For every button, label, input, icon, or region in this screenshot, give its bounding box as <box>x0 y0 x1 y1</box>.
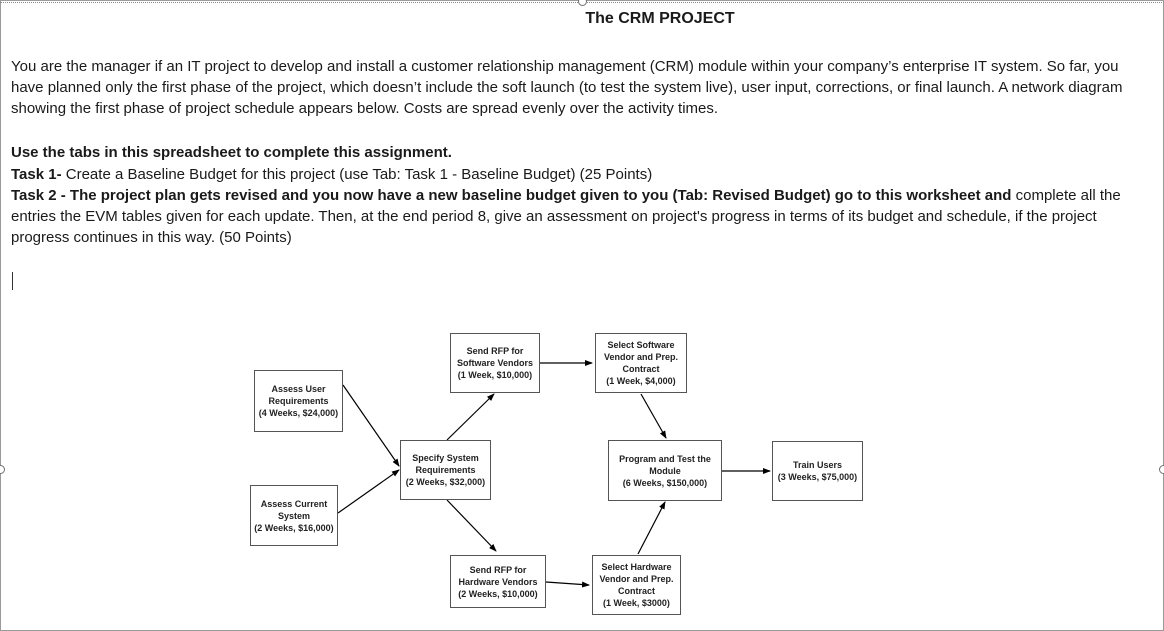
left-resize-handle[interactable] <box>0 465 5 474</box>
node-line: Specify System <box>412 453 479 463</box>
edge-select-hardware-to-program <box>637 501 666 555</box>
node-line: Select Hardware <box>601 562 672 572</box>
node-line: Send RFP for <box>466 346 524 356</box>
task2-text: complete all the entries the EVM tables … <box>11 187 1121 246</box>
node-line: Requirements <box>415 465 476 475</box>
node-line: (3 Weeks, $75,000) <box>777 472 858 482</box>
node-program-and-test-module: Program and Test the Module (6 Weeks, $1… <box>608 440 722 501</box>
text-cursor <box>12 272 13 290</box>
right-resize-handle[interactable] <box>1159 465 1164 474</box>
node-line: Select Software <box>607 340 675 350</box>
instruction-line: Use the tabs in this spreadsheet to comp… <box>11 142 1141 163</box>
edge-assess-user-to-specify <box>342 384 400 467</box>
node-line: Vendor and Prep. <box>599 574 674 584</box>
task2-label: Task 2 - The project plan gets revised a… <box>11 187 1012 204</box>
top-resize-handle[interactable] <box>578 0 587 6</box>
node-select-software-vendor: Select Software Vendor and Prep. Contrac… <box>595 333 687 393</box>
node-line: Software Vendors <box>456 358 534 368</box>
task1-label: Task 1- <box>11 166 62 183</box>
node-line: (1 Week, $4,000) <box>606 376 676 386</box>
node-line: (4 Weeks, $24,000) <box>258 408 339 418</box>
node-send-rfp-hardware: Send RFP for Hardware Vendors (2 Weeks, … <box>450 555 546 608</box>
node-line: Requirements <box>268 396 329 406</box>
node-train-users: Train Users (3 Weeks, $75,000) <box>772 441 863 501</box>
node-line: Program and Test the <box>619 453 711 464</box>
node-select-hardware-vendor: Select Hardware Vendor and Prep. Contrac… <box>592 555 681 615</box>
node-line: (1 Week, $10,000) <box>457 370 533 380</box>
node-line: Vendor and Prep. <box>603 352 679 362</box>
edge-rfp-hardware-to-select-hardware <box>545 581 590 588</box>
node-line: (6 Weeks, $150,000) <box>622 477 708 488</box>
node-line: (1 Week, $3000) <box>603 598 670 608</box>
node-line: Assess Current <box>260 498 328 509</box>
node-line: (2 Weeks, $10,000) <box>458 588 538 599</box>
node-line: Train Users <box>792 460 842 470</box>
node-assess-current-system: Assess Current System (2 Weeks, $16,000) <box>250 485 338 546</box>
node-line: Module <box>649 465 681 476</box>
edge-select-software-to-program <box>640 393 667 439</box>
node-line: (2 Weeks, $32,000) <box>405 477 486 487</box>
node-send-rfp-software: Send RFP for Software Vendors (1 Week, $… <box>450 333 540 393</box>
node-specify-system-requirements: Specify System Requirements (2 Weeks, $3… <box>400 440 491 500</box>
node-line: Contract <box>617 586 655 596</box>
node-line: Send RFP for <box>469 564 527 575</box>
edge-assess-current-to-specify <box>337 469 400 514</box>
edge-specify-to-rfp-hardware <box>446 499 497 552</box>
document-title: The CRM PROJECT <box>585 10 735 27</box>
node-line: (2 Weeks, $16,000) <box>254 522 334 533</box>
intro-paragraph: You are the manager if an IT project to … <box>11 58 1123 117</box>
instruction-text: Use the tabs in this spreadsheet to comp… <box>11 144 452 161</box>
task1-line: Task 1- Create a Baseline Budget for thi… <box>11 164 1141 185</box>
node-line: Contract <box>622 364 660 374</box>
node-assess-user-requirements: Assess User Requirements (4 Weeks, $24,0… <box>254 370 343 432</box>
edge-specify-to-rfp-software <box>446 393 495 441</box>
node-line: Assess User <box>271 384 326 394</box>
node-line: System <box>277 510 310 521</box>
task2-paragraph: Task 2 - The project plan gets revised a… <box>11 185 1141 248</box>
node-line: Hardware Vendors <box>458 576 538 587</box>
task1-text: Create a Baseline Budget for this projec… <box>61 166 653 183</box>
